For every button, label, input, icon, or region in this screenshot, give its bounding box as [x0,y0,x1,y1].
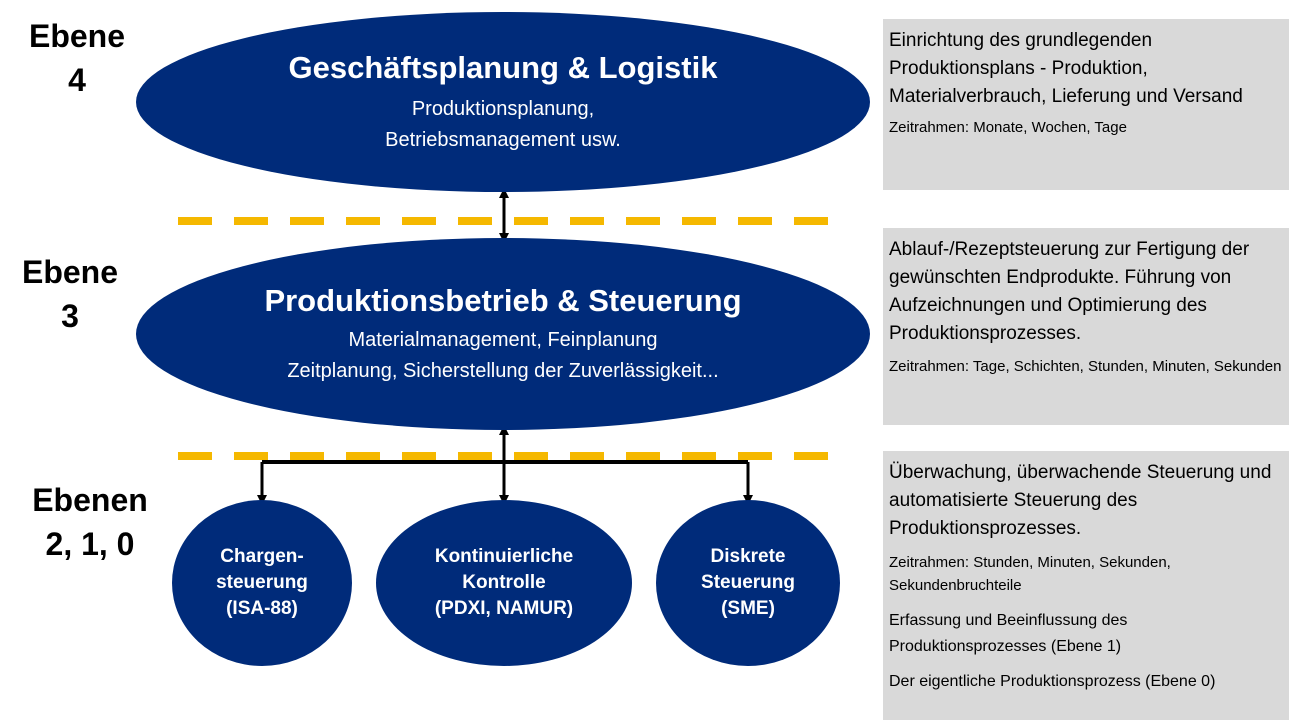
level-label-3-word: Ebene [21,254,119,290]
level-label-3-number: 3 [61,298,79,334]
ellipse-level-4-title: Geschäftsplanung & Logistik [288,50,718,85]
panel-level-3-description: Ablauf-/Rezeptsteuerung zur Fertigung de… [889,239,1250,344]
level-label-210: Ebenen 2, 1, 0 [28,478,152,566]
level-label-4: Ebene 4 [28,14,126,102]
level-label-4-word: Ebene [28,18,126,54]
ellipse-level-3-title: Produktionsbetrieb & Steuerung [264,283,742,318]
circle-chargensteuerung-line-2: steuerung [216,572,308,593]
circle-kontinuierlich-line-1: Kontinuierliche [434,546,574,567]
ellipse-level-4-sub-2: Betriebsmanagement usw. [385,129,621,151]
circle-diskrete-steuerung: Diskrete Steuerung (SME) [656,500,840,666]
level-label-210-word: Ebenen [32,482,148,518]
circle-chargensteuerung: Chargen- steuerung (ISA-88) [172,500,352,666]
ellipse-level-3-sub-2: Zeitplanung, Sicherstellung der Zuverläs… [287,360,719,382]
circle-chargensteuerung-line-3: (ISA-88) [226,598,298,619]
circle-diskret-line-1: Diskrete [710,546,786,567]
circle-kontinuierliche-kontrolle: Kontinuierliche Kontrolle (PDXI, NAMUR) [376,500,632,666]
panel-level-210-description: Überwachung, überwachende Steuerung und … [889,462,1272,539]
ellipse-level-3: Produktionsbetrieb & Steuerung Materialm… [136,238,870,430]
ellipse-level-3-sub-1: Materialmanagement, Feinplanung [348,329,658,351]
panel-level-3-timeframe: Zeitrahmen: Tage, Schichten, Stunden, Mi… [889,358,1282,375]
ellipse-level-4: Geschäftsplanung & Logistik Produktionsp… [136,12,870,192]
panel-level-4-description: Einrichtung des grundlegenden Produktion… [889,30,1243,107]
circle-kontinuierlich-line-3: (PDXI, NAMUR) [434,598,574,619]
circle-diskret-line-3: (SME) [721,598,775,619]
circle-chargensteuerung-line-1: Chargen- [220,546,304,567]
panel-level-210-timeframe: Zeitrahmen: Stunden, Minuten, Sekunden, … [889,554,1171,594]
ellipse-level-4-sub-1: Produktionsplanung, [411,98,595,120]
panel-level-4-timeframe: Zeitrahmen: Monate, Wochen, Tage [889,119,1127,136]
panel-level-210-level1: Erfassung und Beeinflussung des Produkti… [889,612,1128,655]
level-label-210-number: 2, 1, 0 [45,526,135,562]
circle-kontinuierlich-line-2: Kontrolle [462,572,546,593]
circle-diskret-line-2: Steuerung [701,572,795,593]
panel-level-3: Ablauf-/Rezeptsteuerung zur Fertigung de… [883,228,1289,425]
panel-level-210: Überwachung, überwachende Steuerung und … [883,451,1289,720]
level-label-3: Ebene 3 [20,250,120,338]
panel-level-4: Einrichtung des grundlegenden Produktion… [883,19,1289,190]
panel-level-210-level0: Der eigentliche Produktionsprozess (Eben… [889,673,1216,690]
level-label-4-number: 4 [68,62,86,98]
